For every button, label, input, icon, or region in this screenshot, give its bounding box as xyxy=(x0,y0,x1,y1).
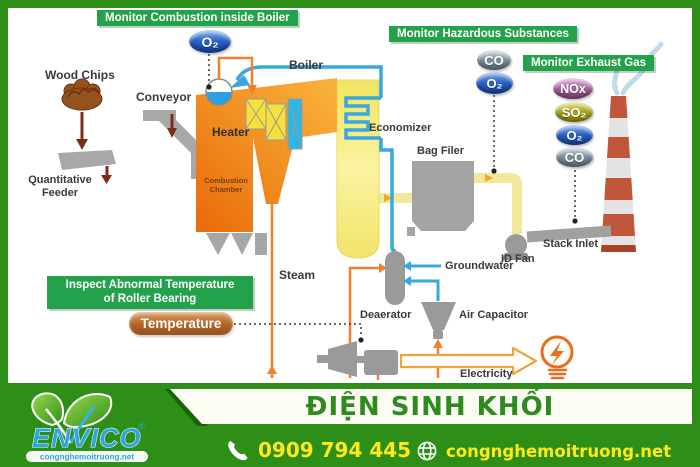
website-url[interactable]: congnghemoitruong.net xyxy=(446,442,672,461)
envico-logo: ENVICO ® congnghemoitruong.net xyxy=(26,392,148,462)
badge-temperature: Temperature xyxy=(129,312,233,335)
economizer-label: Economizer xyxy=(369,122,432,134)
badge-co-hazardous: CO xyxy=(477,50,511,70)
air-capacitor-label: Air Capacitor xyxy=(459,309,529,321)
banner-inspect-temperature: Inspect Abnormal Temperature of Roller B… xyxy=(47,276,253,309)
badge-nox-exhaust: NOx xyxy=(553,78,593,99)
banner-monitor-hazardous: Monitor Hazardous Substances xyxy=(389,26,577,42)
banner-monitor-exhaust: Monitor Exhaust Gas xyxy=(523,55,655,71)
quantitative-feeder-label: Quantitative Feeder xyxy=(28,174,92,199)
logo-leaves-icon xyxy=(31,392,113,444)
groundwater-label: Groundwater xyxy=(445,260,514,272)
badge-o2-exhaust: O₂ xyxy=(556,125,593,145)
bag-filter-label: Bag Filer xyxy=(417,145,465,157)
deaerator-label: Deaerator xyxy=(360,309,412,321)
globe-icon xyxy=(417,441,437,461)
heater-label: Heater xyxy=(212,125,250,139)
logo-tagline: congnghemoitruong.net xyxy=(40,453,134,462)
page-title: ĐIỆN SINH KHỐI xyxy=(305,391,555,422)
badge-o2-boiler: O₂ xyxy=(189,30,231,53)
logo-tagline-pill xyxy=(26,451,148,462)
logo-text: ENVICO xyxy=(32,423,142,453)
phone-number[interactable]: 0909 794 445 xyxy=(258,438,412,462)
steam-label: Steam xyxy=(279,268,316,282)
id-fan-label: ID Fan xyxy=(501,253,535,265)
boiler-label: Boiler xyxy=(289,58,324,72)
logo-registered-mark: ® xyxy=(138,421,145,431)
banner-monitor-combustion: Monitor Combustion inside Boiler xyxy=(97,10,298,26)
badge-o2-hazardous: O₂ xyxy=(476,72,513,94)
stack-inlet-label: Stack Inlet xyxy=(543,238,599,250)
combustion-chamber-label: Combustion Chamber xyxy=(204,176,248,194)
wood-chips-label: Wood Chips xyxy=(45,68,115,82)
footer-title-band: ĐIỆN SINH KHỐI xyxy=(170,389,692,424)
inspect-line1: Inspect Abnormal Temperature xyxy=(65,279,235,291)
electricity-label: Electricity xyxy=(460,368,513,380)
badge-so2-exhaust: SO₂ xyxy=(555,102,593,122)
conveyor-label: Conveyor xyxy=(136,90,192,104)
badge-co-exhaust: CO xyxy=(556,147,593,167)
inspect-line2: of Roller Bearing xyxy=(103,293,197,306)
phone-icon xyxy=(228,440,248,461)
